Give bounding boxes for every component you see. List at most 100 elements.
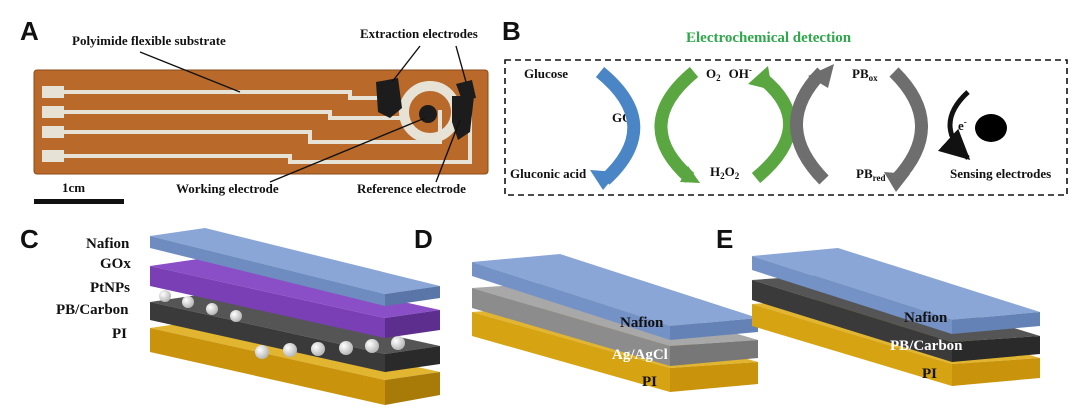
extraction-leader-right xyxy=(455,45,467,83)
panel-d: D Nafion Ag/AgCl PI xyxy=(414,224,758,392)
contact-pad-3 xyxy=(42,126,64,138)
glucose-label: Glucose xyxy=(524,66,568,81)
panel-c: C Nafion GOx PtNP xyxy=(20,224,440,405)
ptnp-particle xyxy=(311,342,325,356)
scale-label: 1cm xyxy=(62,180,85,195)
extraction-electrode-right xyxy=(456,80,476,100)
layer-label-pi: PI xyxy=(922,366,937,382)
peroxide-reduction-arc xyxy=(751,72,796,184)
pi-layer-front xyxy=(150,328,385,405)
contact-pad-2 xyxy=(42,106,64,118)
scale-bar xyxy=(34,199,124,204)
nafion-layer-top xyxy=(150,228,440,294)
ptnp-particle xyxy=(206,303,218,315)
working-electrode xyxy=(419,105,437,123)
pb-carbon-layer-front xyxy=(752,280,952,362)
layer-label-ag-agcl: Ag/AgCl xyxy=(612,347,668,363)
ptnp-particle xyxy=(159,290,171,302)
reference-leader xyxy=(435,119,461,183)
pi-layer-side xyxy=(670,362,758,392)
pb-oxidation-arc xyxy=(889,67,928,185)
layer-label-pi: PI xyxy=(642,374,657,390)
electron-dot xyxy=(975,114,1007,142)
nafion-layer-side xyxy=(385,286,440,306)
nafion-layer-front xyxy=(150,236,385,306)
layer-label-nafion: Nafion xyxy=(620,315,664,331)
panel-e-letter: E xyxy=(716,224,733,254)
pb-oxidation-arrowhead xyxy=(884,172,910,192)
pi-layer-side xyxy=(952,358,1040,386)
gox-layer-top xyxy=(150,258,440,318)
working-leader xyxy=(269,117,426,183)
layer-label-pb-carbon: PB/Carbon xyxy=(890,338,963,354)
electron-label: e- xyxy=(958,117,967,133)
nafion-layer-side xyxy=(670,318,758,340)
pb-ox-label: PBox xyxy=(852,66,878,83)
working-electrode-label: Working electrode xyxy=(176,181,279,196)
reference-electrode-label: Reference electrode xyxy=(357,181,466,196)
ptnps-layer xyxy=(159,290,405,359)
reference-electrode-pad xyxy=(452,96,474,140)
layer-label-pb-carbon: PB/Carbon xyxy=(56,302,129,318)
trace-2 xyxy=(64,110,400,120)
pb-red-label: PBred xyxy=(856,166,885,183)
pi-layer-front xyxy=(752,304,952,386)
extraction-electrode-left xyxy=(376,78,402,118)
layer-label-gox: GOx xyxy=(100,256,131,272)
pb-carbon-layer-side xyxy=(952,336,1040,362)
h2o2-label: H2O2 xyxy=(710,164,740,181)
glucose-conversion-arrowhead xyxy=(590,170,618,190)
gluconic-acid-label: Gluconic acid xyxy=(510,166,587,181)
panel-b-letter: B xyxy=(502,16,521,46)
substrate-outline xyxy=(33,69,489,175)
trace-1 xyxy=(64,90,378,100)
glucose-conversion-arc xyxy=(595,66,641,185)
gox-layer-side xyxy=(385,310,440,338)
ptnp-particle xyxy=(182,296,194,308)
nafion-layer-top xyxy=(752,248,1040,320)
contact-pad-4 xyxy=(42,150,64,162)
oxygen-reduction-arc xyxy=(654,66,699,183)
layer-label-nafion: Nafion xyxy=(904,310,948,326)
pb-carbon-layer-side xyxy=(385,346,440,372)
sensing-electrodes-label: Sensing electrodes xyxy=(950,166,1051,181)
panel-a-letter: A xyxy=(20,16,39,46)
pi-layer-front xyxy=(472,312,670,392)
extraction-leader-left xyxy=(391,45,421,83)
substrate-label: Polyimide flexible substrate xyxy=(72,33,226,48)
trace-4 xyxy=(64,108,472,164)
substrate-leader xyxy=(139,51,241,93)
electron-transfer-arc xyxy=(937,90,971,161)
detection-box xyxy=(504,59,1068,196)
peroxide-reduction-arrowhead xyxy=(748,66,772,90)
layer-label-nafion: Nafion xyxy=(86,236,130,252)
ptnp-particle xyxy=(255,345,269,359)
pb-carbon-layer-front xyxy=(150,302,385,372)
pb-reduction-arc xyxy=(790,67,829,185)
ptnp-particle xyxy=(365,339,379,353)
oxygen-reduction-arrowhead xyxy=(680,166,700,183)
nafion-layer-top xyxy=(472,254,758,326)
ptnp-particle xyxy=(391,336,405,350)
agcl-layer-side xyxy=(670,340,758,366)
panel-e: E Nafion PB/Carbon PI xyxy=(716,224,1040,386)
panel-b-title: Electrochemical detection xyxy=(686,30,852,46)
gox-layer-front xyxy=(150,266,385,338)
panel-c-letter: C xyxy=(20,224,39,254)
nafion-layer-front xyxy=(752,256,952,334)
panel-d-letter: D xyxy=(414,224,433,254)
agcl-layer-front xyxy=(472,288,670,366)
nafion-layer-side xyxy=(952,312,1040,334)
layer-label-ptnps: PtNPs xyxy=(90,280,130,296)
ptnp-particle xyxy=(339,341,353,355)
pi-layer-side xyxy=(385,372,440,405)
extraction-electrodes-label: Extraction electrodes xyxy=(360,26,478,41)
ptnp-particle xyxy=(283,343,297,357)
pb-reduction-arrowhead xyxy=(808,64,834,88)
panel-b: B Electrochemical detection Glucose Gluc… xyxy=(502,16,1068,196)
panel-a: A Polyimide flexible substrate Extractio… xyxy=(20,16,489,204)
layer-label-pi: PI xyxy=(112,326,127,342)
pb-carbon-layer-top xyxy=(150,294,440,354)
